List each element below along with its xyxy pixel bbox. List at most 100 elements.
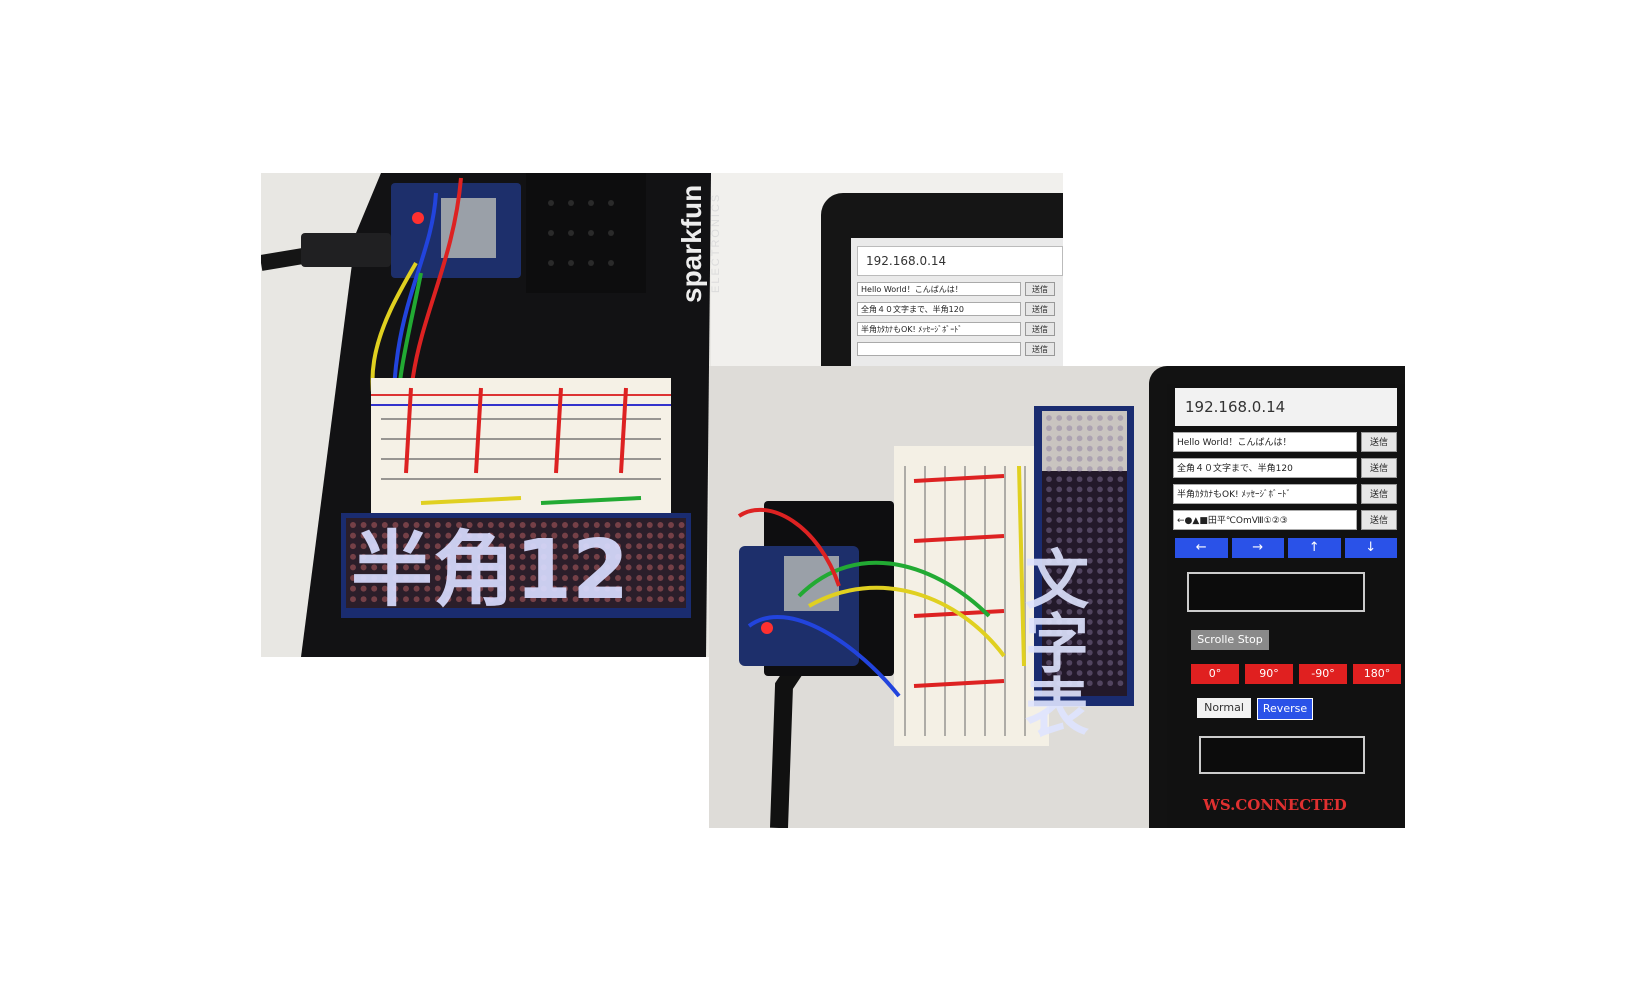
right-phone-message-input[interactable]: Hello World！こんばんは！ <box>1173 432 1357 452</box>
log-output-box <box>1199 736 1365 774</box>
led-dot <box>381 543 388 550</box>
led-dot <box>1066 506 1073 513</box>
led-dot <box>487 532 494 539</box>
led-dot <box>1097 557 1103 564</box>
arrow-down-button[interactable]: ↓ <box>1344 538 1397 558</box>
led-dot <box>530 543 537 550</box>
led-dot <box>1097 598 1103 605</box>
left-phone: 192.168.0.14 Hello World！こんばんは！送信全角４０文字ま… <box>821 193 1063 393</box>
led-dot <box>615 522 621 528</box>
scroll-stop-button[interactable]: Scrolle Stop <box>1191 630 1269 650</box>
led-matrix-right <box>1034 406 1134 706</box>
led-dot <box>445 553 452 560</box>
left-phone-send-button[interactable]: 送信 <box>1025 322 1055 336</box>
right-phone-send-button[interactable]: 送信 <box>1361 510 1397 530</box>
speed-input[interactable] <box>1187 572 1365 612</box>
angle-0-button[interactable]: 0° <box>1191 664 1239 684</box>
normal-button[interactable]: Normal <box>1197 698 1251 718</box>
led-dot <box>350 553 356 560</box>
led-dot <box>445 585 452 592</box>
led-dot <box>424 543 431 550</box>
led-dot <box>1107 649 1114 656</box>
led-dot <box>1066 455 1073 462</box>
right-phone-message-input[interactable]: ←●▲■田平℃OmⅧ①②③ <box>1173 510 1357 530</box>
led-dot <box>636 596 643 603</box>
led-dot <box>1076 455 1083 462</box>
led-dot <box>646 532 653 539</box>
led-dot <box>1066 680 1073 687</box>
left-phone-message-input[interactable]: Hello World！こんばんは！ <box>857 282 1021 296</box>
led-dot <box>530 585 537 592</box>
left-phone-send-button[interactable]: 送信 <box>1025 342 1055 356</box>
led-dots-right <box>1046 415 1124 687</box>
arrow-up-button[interactable]: ↑ <box>1288 538 1341 558</box>
led-dot <box>1107 517 1114 523</box>
left-phone-message-input[interactable]: 半角ｶﾀｶﾅもOK! ﾒｯｾｰｼﾞﾎﾞｰﾄﾞ <box>857 322 1021 336</box>
led-dot <box>646 553 653 560</box>
right-phone-message-input[interactable]: 半角ｶﾀｶﾅもOK! ﾒｯｾｰｼﾞﾎﾞｰﾄﾞ <box>1173 484 1357 504</box>
right-phone-url[interactable]: 192.168.0.14 <box>1175 388 1397 426</box>
led-dot <box>625 522 632 528</box>
esp-board <box>391 183 521 278</box>
right-phone-message-input[interactable]: 全角４０文字まで、半角120 <box>1173 458 1357 478</box>
led-dot <box>1107 415 1114 421</box>
led-dot <box>1107 466 1114 472</box>
led-dot <box>1056 619 1063 625</box>
left-phone-message-input[interactable]: 全角４０文字まで、半角120 <box>857 302 1021 316</box>
led-dot <box>1097 496 1103 503</box>
arrow-left-button[interactable]: ← <box>1175 538 1228 558</box>
led-dot <box>456 532 462 539</box>
led-dot <box>1076 496 1083 503</box>
led-dot <box>540 596 547 603</box>
led-dot <box>381 585 388 592</box>
led-dot <box>1046 629 1052 636</box>
led-dot <box>1117 588 1124 595</box>
angle-180-button[interactable]: 180° <box>1353 664 1401 684</box>
left-phone-message-row: 半角ｶﾀｶﾅもOK! ﾒｯｾｰｼﾞﾎﾞｰﾄﾞ 送信 <box>857 322 1055 336</box>
led-dot <box>540 543 547 550</box>
angle-90-button[interactable]: 90° <box>1245 664 1293 684</box>
led-dot <box>678 543 685 550</box>
led-dot <box>678 532 685 539</box>
led-dot <box>530 553 537 560</box>
arrow-right-button[interactable]: → <box>1231 538 1284 558</box>
led-dot <box>1076 670 1083 676</box>
led-dot <box>1046 435 1052 442</box>
led-dot <box>1086 506 1093 513</box>
led-dot <box>1107 486 1114 493</box>
left-phone-send-button[interactable]: 送信 <box>1025 282 1055 296</box>
right-phone-send-button[interactable]: 送信 <box>1361 458 1397 478</box>
led-dot <box>1066 547 1073 554</box>
left-phone-send-button[interactable]: 送信 <box>1025 302 1055 316</box>
left-phone-url[interactable]: 192.168.0.14 <box>857 246 1063 276</box>
right-photo: 文字表 192.168.0.14 Hello World！こんばんは！送信全角４… <box>709 366 1405 828</box>
led-dot <box>615 564 621 571</box>
led-dot <box>636 532 643 539</box>
led-dot <box>625 564 632 571</box>
led-dot <box>424 596 431 603</box>
right-phone-send-button[interactable]: 送信 <box>1361 484 1397 504</box>
led-dot <box>636 522 643 528</box>
led-dot <box>1097 619 1103 625</box>
led-dot <box>1117 608 1124 615</box>
led-dot <box>1046 649 1052 656</box>
right-phone-send-button[interactable]: 送信 <box>1361 432 1397 452</box>
led-dot <box>1066 608 1073 615</box>
led-dot <box>445 596 452 603</box>
left-phone-message-input[interactable] <box>857 342 1021 356</box>
led-dot <box>434 596 441 603</box>
led-dot <box>1066 670 1073 676</box>
led-dot <box>498 575 505 581</box>
led-dot <box>1097 455 1103 462</box>
led-dot <box>434 564 441 571</box>
led-dot <box>646 522 653 528</box>
led-dot <box>646 585 653 592</box>
reverse-button[interactable]: Reverse <box>1257 698 1313 720</box>
led-dot <box>413 575 420 581</box>
led-dot <box>1056 455 1063 462</box>
led-dot <box>615 596 621 603</box>
led-dot <box>1086 466 1093 472</box>
led-dot <box>572 585 579 592</box>
led-dot <box>1117 486 1124 493</box>
angle-minus90-button[interactable]: -90° <box>1299 664 1347 684</box>
